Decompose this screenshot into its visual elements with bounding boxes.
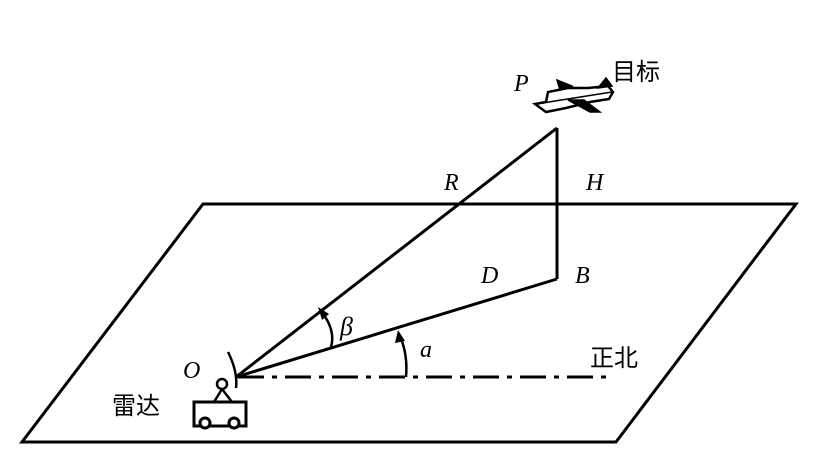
slant-range-line <box>235 126 558 379</box>
label-origin: O <box>183 358 200 384</box>
label-north: 正北 <box>590 344 638 372</box>
radar-vehicle-icon <box>192 400 248 430</box>
azimuth-angle-arrowhead <box>395 330 405 343</box>
azimuth-angle-arc <box>398 335 408 378</box>
airplane-icon <box>531 76 615 114</box>
ground-range-line <box>235 277 558 379</box>
label-target-point: P <box>513 71 529 97</box>
elevation-angle-arrowhead <box>318 307 329 320</box>
label-slant-range: R <box>443 170 459 196</box>
ground-plane <box>18 202 800 444</box>
label-ground-point: B <box>575 263 590 289</box>
radar-antenna-icon <box>212 351 238 403</box>
label-ground-range: D <box>480 263 498 289</box>
label-target-name: 目标 <box>612 58 660 86</box>
label-radar: 雷达 <box>112 392 160 420</box>
label-elevation-angle: β <box>339 312 353 341</box>
label-azimuth-angle: a <box>420 337 432 363</box>
label-height: H <box>585 170 605 196</box>
